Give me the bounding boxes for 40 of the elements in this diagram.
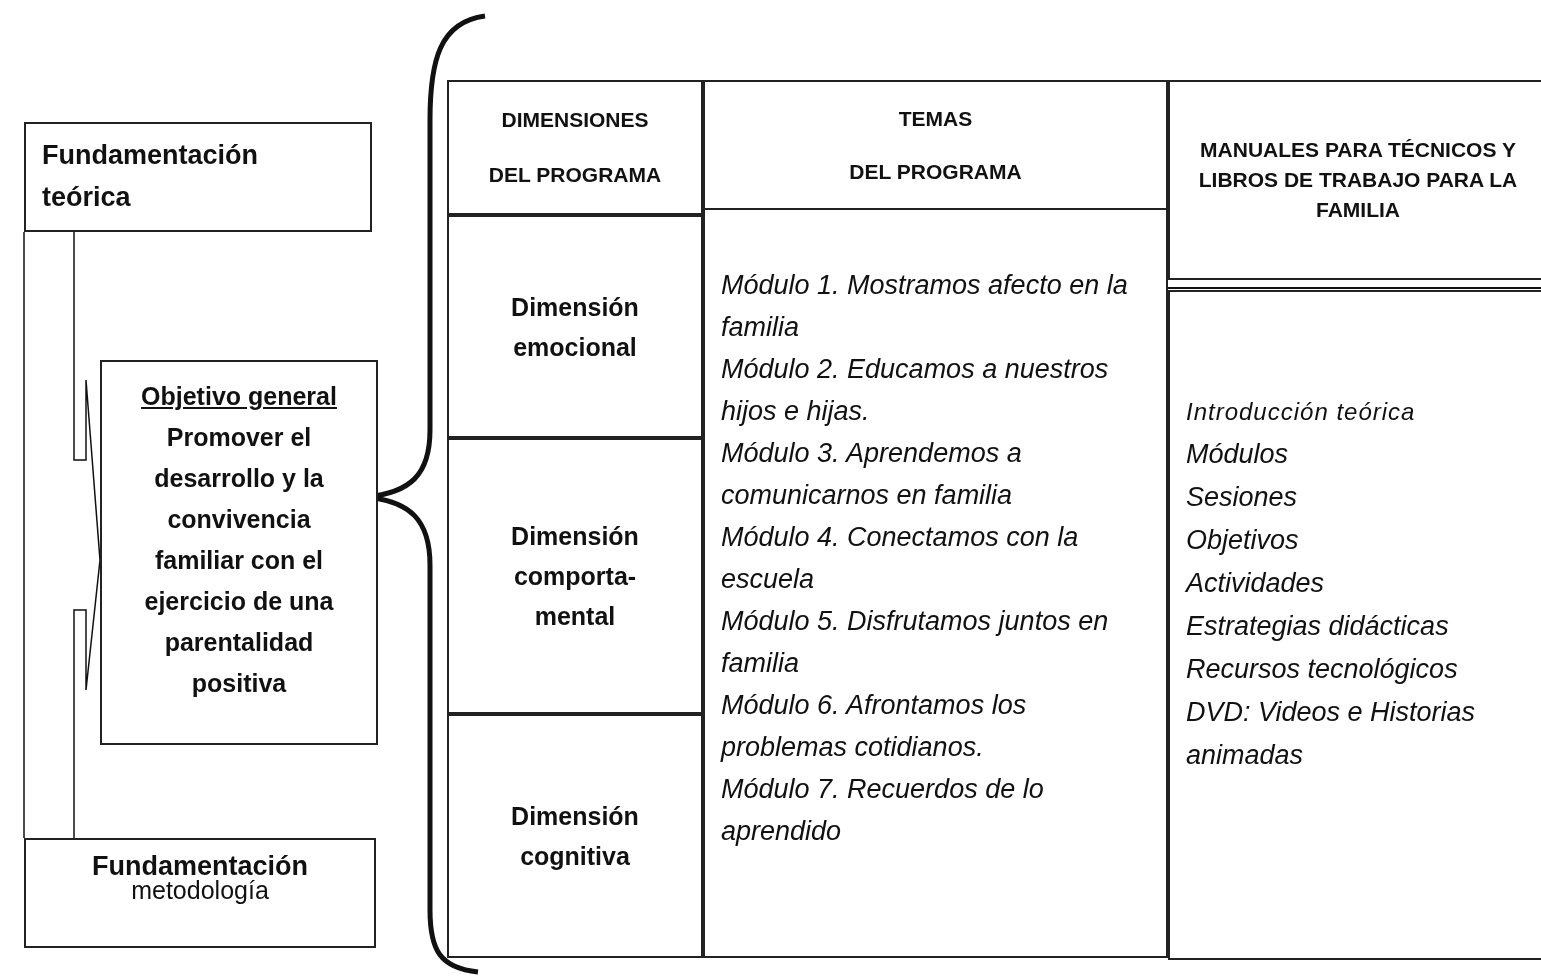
objective-text: Promover el desarrollo y la convivencia familiar con el ejercicio de una parentalidad positiva [143,422,335,699]
list-item: Objetivos [1186,524,1300,557]
module-item: Módulo 6. Afrontamos los problemas cotidianos. [721,689,1028,764]
dimension-label: Dimensión emocional [510,291,640,363]
list-item: Recursos tecnológicos [1186,653,1459,686]
column-header: MANUALES PARA TÉCNICOS Y LIBROS DE TRABAJO PARA LA FAMILIA [1197,137,1519,223]
list-item: Introducción teórica [1186,397,1417,427]
table-header-cell [703,80,1168,210]
dimension-label: Dimensión comporta- mental [510,521,640,632]
column-header: TEMAS [898,106,973,131]
box-label: metodología [131,878,269,902]
module-item: Módulo 1. Mostramos afecto en la familia [721,269,1129,344]
dimension-label: Dimensión cognitiva [510,801,640,872]
text-box [24,122,372,232]
column-header: DEL PROGRAMA [849,159,1022,184]
table-header-cell [447,80,703,215]
box-label: Fundamentación teórica [42,139,259,214]
table-cell [1168,290,1541,960]
module-item: Módulo 7. Recuerdos de lo aprendido [721,773,1045,848]
column-header: DEL PROGRAMA [488,163,662,188]
table-cell [447,714,703,958]
list-item: DVD: Videos e Historias animadas [1186,696,1477,772]
module-item: Módulo 4. Conectamos con la escuela [721,521,1080,596]
objective-heading: Objetivo general [141,381,337,412]
table-cell [447,438,703,714]
text-box [24,838,376,948]
list-item: Sesiones [1186,481,1299,514]
list-item: Módulos [1186,438,1290,471]
list-item: Estrategias didácticas [1186,610,1450,643]
table-header-cell [1168,80,1541,280]
column-header: DIMENSIONES [501,107,649,132]
table-cell [447,215,703,438]
module-item: Módulo 3. Aprendemos a comunicarnos en familia [721,437,1023,512]
table-cell [703,208,1168,958]
module-item: Módulo 5. Disfrutamos juntos en familia [721,605,1110,680]
list-item: Actividades [1186,567,1326,600]
objective-box [100,360,378,745]
module-item: Módulo 2. Educamos a nuestros hijos e hijas. [721,353,1110,428]
connector-line [23,231,25,839]
box-label: Fundamentación [92,854,308,878]
